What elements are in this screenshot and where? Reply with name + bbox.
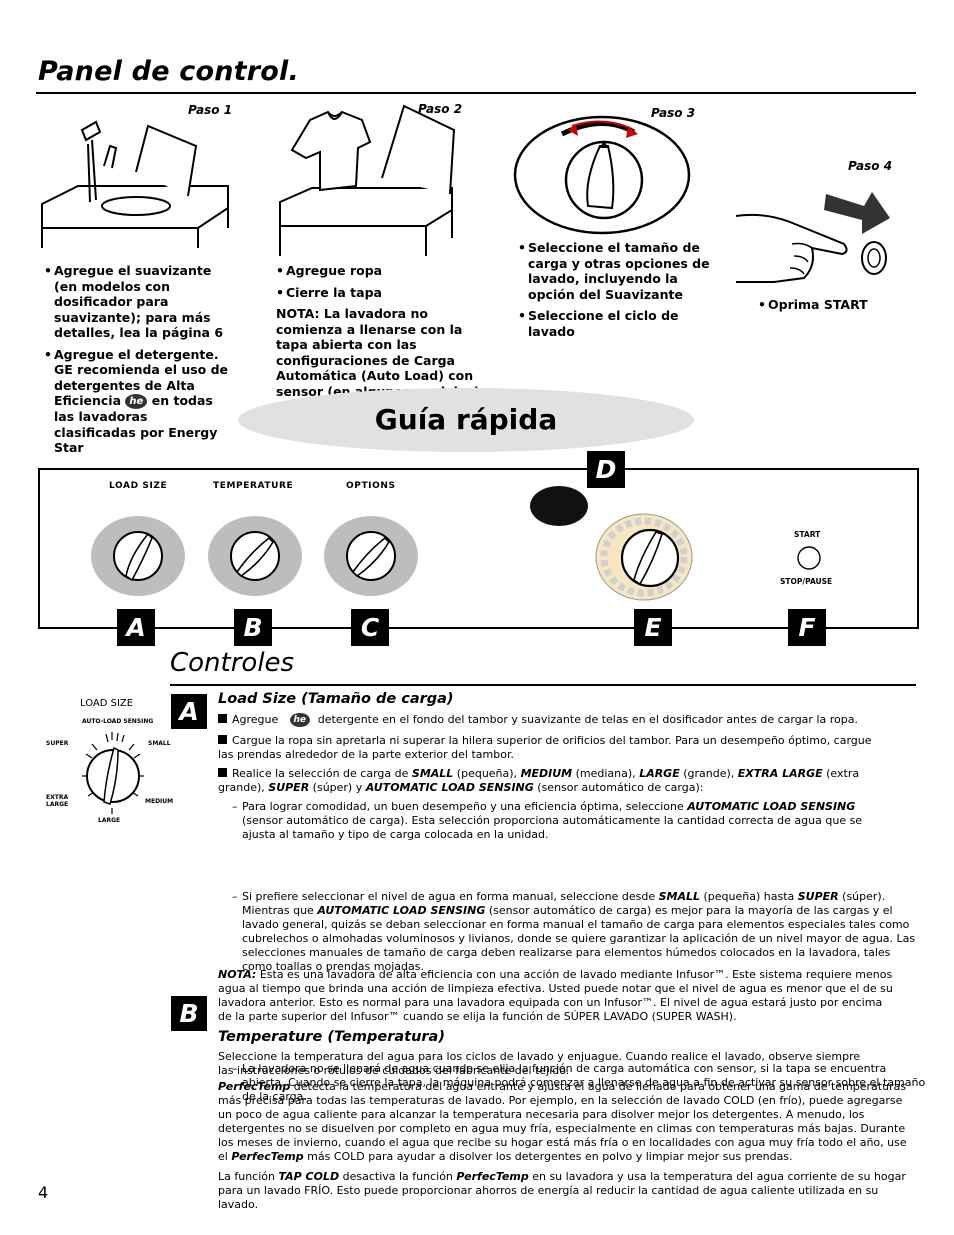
- step-2-item-2: Cierre la tapa: [276, 285, 498, 301]
- dial-extra-large-label: EXTRA LARGE: [46, 794, 69, 808]
- start-label: START: [794, 530, 821, 539]
- load-size-dial-icon: [82, 732, 144, 814]
- step-2-note: NOTA: La lavadora no comienza a llenarse…: [276, 306, 484, 399]
- section-a-dash-3: La lavadora no se llenará de agua cuando…: [232, 1062, 926, 1104]
- step-1-item-2: Agregue el detergente. GE recomienda el …: [44, 347, 230, 456]
- section-a-note: NOTA: Esta es una lavadora de alta efici…: [218, 968, 893, 1023]
- options-knob-label: OPTIONS: [346, 481, 396, 491]
- temperature-knob-label: TEMPERATURE: [213, 481, 294, 491]
- bullet-square-icon: [218, 735, 227, 744]
- panel-letter-b: B: [234, 609, 272, 646]
- section-a-bullet-2: Cargue la ropa sin apretarla ni superar …: [218, 734, 872, 761]
- section-letter-a: A: [171, 694, 207, 729]
- dial-super-label: SUPER: [46, 740, 69, 747]
- step-3-item-1: Seleccione el tamaño de carga y otras op…: [518, 240, 728, 302]
- cycle-selector-knob-icon: [595, 513, 693, 601]
- step-3-label: Paso 3: [651, 106, 696, 120]
- options-knob-icon: [324, 516, 418, 596]
- step-4-hand-illustration: [735, 192, 890, 283]
- step-2-item-1: Agregue ropa: [276, 263, 498, 279]
- controles-rule: [170, 684, 916, 686]
- load-size-heading: Load Size (Tamaño de carga): [218, 691, 454, 707]
- step-4-label: Paso 4: [848, 159, 893, 173]
- step-3-text: Seleccione el tamaño de carga y otras op…: [518, 240, 728, 345]
- panel-letter-f: F: [788, 609, 826, 646]
- title-rule: [36, 92, 916, 94]
- step-2-illustration: [279, 104, 456, 256]
- control-panel-diagram: [38, 468, 919, 629]
- temperature-heading: Temperature (Temperatura): [218, 1029, 445, 1045]
- stop-pause-label: STOP/PAUSE: [780, 577, 833, 586]
- load-size-knob-label: LOAD SIZE: [109, 481, 168, 491]
- step-1-item-1: Agregue el suavizante (en modelos con do…: [44, 263, 230, 341]
- section-letter-b: B: [171, 996, 207, 1031]
- dial-small-label: SMALL: [148, 740, 171, 747]
- section-b-p2: PerfecTemp detecta la temperatura del ag…: [218, 1080, 907, 1163]
- step-2-text: Agregue ropa Cierre la tapa NOTA: La lav…: [276, 263, 498, 399]
- step-3-dial-illustration: [513, 115, 691, 235]
- display-window-icon: [530, 486, 588, 526]
- section-a-dash-2: Si prefiere seleccionar el nivel de agua…: [232, 890, 916, 974]
- panel-letter-e: E: [634, 609, 672, 646]
- temperature-knob-icon: [208, 516, 302, 596]
- panel-letter-c: C: [351, 609, 389, 646]
- section-b-p1: Seleccione la temperatura del agua para …: [218, 1050, 861, 1077]
- dial-large-label: LARGE: [98, 817, 121, 824]
- step-3-item-2: Seleccione el ciclo de lavado: [518, 308, 728, 339]
- panel-letter-a: A: [117, 609, 155, 646]
- dial-auto-load-label: AUTO-LOAD SENSING: [82, 718, 154, 725]
- he-logo-icon: he: [289, 713, 310, 727]
- start-button-icon[interactable]: [796, 545, 822, 571]
- bullet-square-icon: [218, 714, 227, 723]
- step-1-text: Agregue el suavizante (en modelos con do…: [44, 263, 230, 462]
- controles-heading: Controles: [170, 648, 295, 678]
- section-a-dash-1: Para lograr comodidad, un buen desempeño…: [232, 800, 874, 842]
- page-number: 4: [38, 1183, 49, 1202]
- load-size-knob-icon: [91, 516, 185, 596]
- section-b-p3: La función TAP COLD desactiva la función…: [218, 1170, 906, 1211]
- dial-medium-label: MEDIUM: [145, 798, 174, 805]
- step-4-item-1: Oprima START: [758, 297, 908, 313]
- quick-guide-banner: Guía rápida: [238, 388, 694, 452]
- he-logo-icon: he: [125, 394, 148, 409]
- panel-letter-d: D: [587, 451, 625, 488]
- bullet-square-icon: [218, 768, 227, 777]
- page-title: Panel de control.: [38, 56, 299, 87]
- step-4-text: Oprima START: [758, 297, 908, 319]
- step-1-label: Paso 1: [188, 103, 233, 117]
- section-a-bullet-3: Realice la selección de carga de SMALL (…: [218, 767, 860, 794]
- load-size-dial-title: LOAD SIZE: [80, 698, 134, 709]
- step-2-label: Paso 2: [418, 102, 463, 116]
- step-1-illustration: [41, 120, 229, 248]
